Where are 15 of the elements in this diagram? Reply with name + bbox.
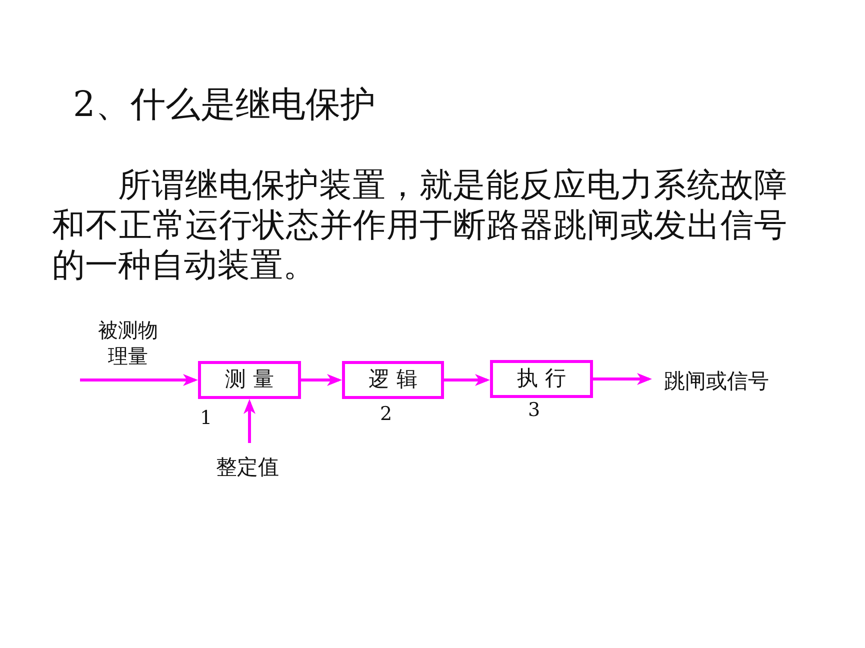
input-label: 整定值 bbox=[216, 455, 279, 480]
arrow bbox=[593, 373, 652, 385]
process-box: 逻 辑 bbox=[342, 361, 444, 399]
title: 2、什么是继电保护 bbox=[73, 84, 376, 126]
paragraph: 所谓继电保护装置，就是能反应电力系统故障和不正常运行状态并作用于断路器跳闸或发出信号的一种自动装置。 bbox=[52, 165, 787, 285]
arrow bbox=[244, 399, 256, 443]
arrow bbox=[80, 374, 198, 386]
arrow bbox=[444, 374, 490, 386]
process-box: 测 量 bbox=[198, 361, 301, 399]
box-number: 1 bbox=[200, 408, 212, 430]
output-label: 跳闸或信号 bbox=[664, 369, 769, 394]
box-number: 3 bbox=[528, 400, 540, 422]
process-box: 执 行 bbox=[490, 360, 593, 398]
arrow bbox=[301, 374, 342, 386]
box-number: 2 bbox=[380, 404, 392, 426]
